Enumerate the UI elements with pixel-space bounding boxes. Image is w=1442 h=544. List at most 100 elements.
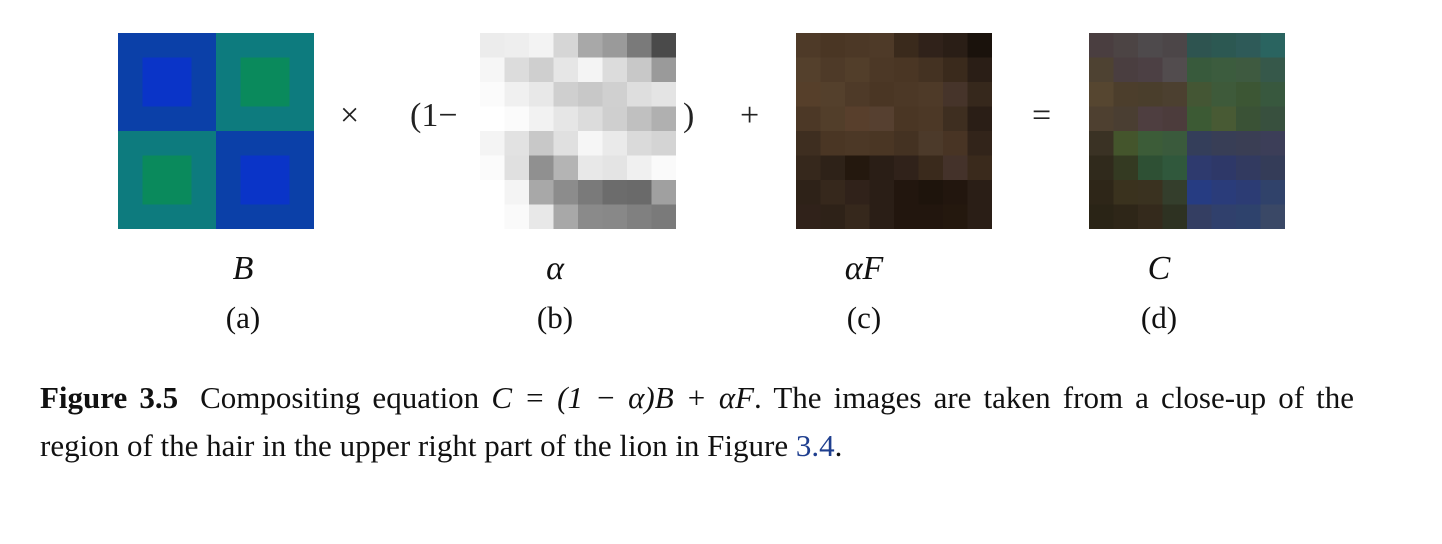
pixel-cell xyxy=(602,57,627,82)
pixel-cell xyxy=(529,82,554,107)
pixel-cell xyxy=(869,131,894,156)
pixel-cell xyxy=(943,155,968,180)
pixel-cell xyxy=(967,82,992,107)
panel-b-sublabel: (b) xyxy=(536,300,574,335)
pixel-cell xyxy=(1089,57,1114,82)
pixel-cell xyxy=(142,131,167,156)
pixel-cell xyxy=(1113,155,1138,180)
compositing-equation: C = (1 − α)B + αF xyxy=(491,380,755,415)
pixel-cell xyxy=(894,57,919,82)
pixel-cell xyxy=(289,155,314,180)
pixel-cell xyxy=(504,204,529,229)
pixel-cell xyxy=(504,33,529,58)
pixel-cell xyxy=(480,82,505,107)
pixel-cell xyxy=(504,155,529,180)
pixel-cell xyxy=(1211,131,1236,156)
pixel-cell xyxy=(1089,106,1114,131)
pixel-cell xyxy=(553,33,578,58)
pixel-cell xyxy=(142,180,167,205)
pixel-cell xyxy=(820,57,845,82)
pixel-cell xyxy=(627,106,652,131)
pixel-cell xyxy=(1187,106,1212,131)
pixel-cell xyxy=(845,131,870,156)
pixel-cell xyxy=(627,155,652,180)
pixel-cell xyxy=(627,131,652,156)
pixel-cell xyxy=(1236,106,1261,131)
pixel-cell xyxy=(1162,204,1187,229)
pixel-cell xyxy=(118,155,143,180)
pixel-cell xyxy=(289,106,314,131)
pixel-cell xyxy=(578,155,603,180)
pixel-cell xyxy=(167,82,192,107)
pixel-cell xyxy=(1236,155,1261,180)
pixel-cell xyxy=(845,180,870,205)
pixel-cell xyxy=(1211,57,1236,82)
pixel-cell xyxy=(651,155,676,180)
pixel-cell xyxy=(845,106,870,131)
pixel-cell xyxy=(627,33,652,58)
pixel-cell xyxy=(216,204,241,229)
pixel-cell xyxy=(820,204,845,229)
pixel-cell xyxy=(578,57,603,82)
pixel-cell xyxy=(167,33,192,58)
pixel-cell xyxy=(1138,180,1163,205)
pixel-cell xyxy=(1113,204,1138,229)
pixel-cell xyxy=(191,57,216,82)
pixel-cell xyxy=(651,106,676,131)
pixel-cell xyxy=(820,155,845,180)
pixel-cell xyxy=(553,106,578,131)
pixel-cell xyxy=(1138,204,1163,229)
pixel-cell xyxy=(504,180,529,205)
pixel-cell xyxy=(529,155,554,180)
pixel-cell xyxy=(553,155,578,180)
pixel-cell xyxy=(216,155,241,180)
pixel-cell xyxy=(1260,82,1285,107)
pixel-cell xyxy=(967,131,992,156)
pixel-cell xyxy=(118,106,143,131)
pixel-cell xyxy=(553,180,578,205)
pixel-cell xyxy=(1138,155,1163,180)
pixel-cell xyxy=(967,180,992,205)
pixel-cell xyxy=(1211,155,1236,180)
pixel-cell xyxy=(142,57,167,82)
pixel-cell xyxy=(602,131,627,156)
pixel-cell xyxy=(1187,33,1212,58)
figure-reference-link[interactable]: 3.4 xyxy=(795,428,835,463)
pixel-cell xyxy=(1138,106,1163,131)
pixel-cell xyxy=(265,82,290,107)
pixel-cell xyxy=(191,82,216,107)
plus-operator: + xyxy=(740,97,760,134)
pixel-cell xyxy=(651,82,676,107)
pixel-cell xyxy=(918,155,943,180)
pixel-cell xyxy=(1113,106,1138,131)
pixel-cell xyxy=(796,131,821,156)
pixel-cell xyxy=(651,131,676,156)
pixel-cell xyxy=(216,180,241,205)
pixel-cell xyxy=(480,204,505,229)
pixel-cell xyxy=(1162,155,1187,180)
pixel-cell xyxy=(918,82,943,107)
pixel-cell xyxy=(845,155,870,180)
pixel-cell xyxy=(1236,82,1261,107)
pixel-cell xyxy=(1187,82,1212,107)
pixel-cell xyxy=(869,180,894,205)
pixel-cell xyxy=(529,180,554,205)
pixel-cell xyxy=(1260,155,1285,180)
pixel-cell xyxy=(651,33,676,58)
pixel-cell xyxy=(1187,131,1212,156)
pixel-cell xyxy=(943,131,968,156)
pixel-cell xyxy=(1162,180,1187,205)
pixel-cell xyxy=(142,33,167,58)
pixel-cell xyxy=(216,57,241,82)
pixel-cell xyxy=(167,155,192,180)
pixel-cell xyxy=(1089,180,1114,205)
pixel-cell xyxy=(578,204,603,229)
pixel-cell xyxy=(1211,33,1236,58)
pixel-cell xyxy=(796,180,821,205)
pixel-cell xyxy=(894,82,919,107)
pixel-cell xyxy=(967,155,992,180)
pixel-cell xyxy=(820,33,845,58)
pixel-cell xyxy=(191,131,216,156)
pixel-cell xyxy=(265,57,290,82)
pixel-cell xyxy=(289,131,314,156)
